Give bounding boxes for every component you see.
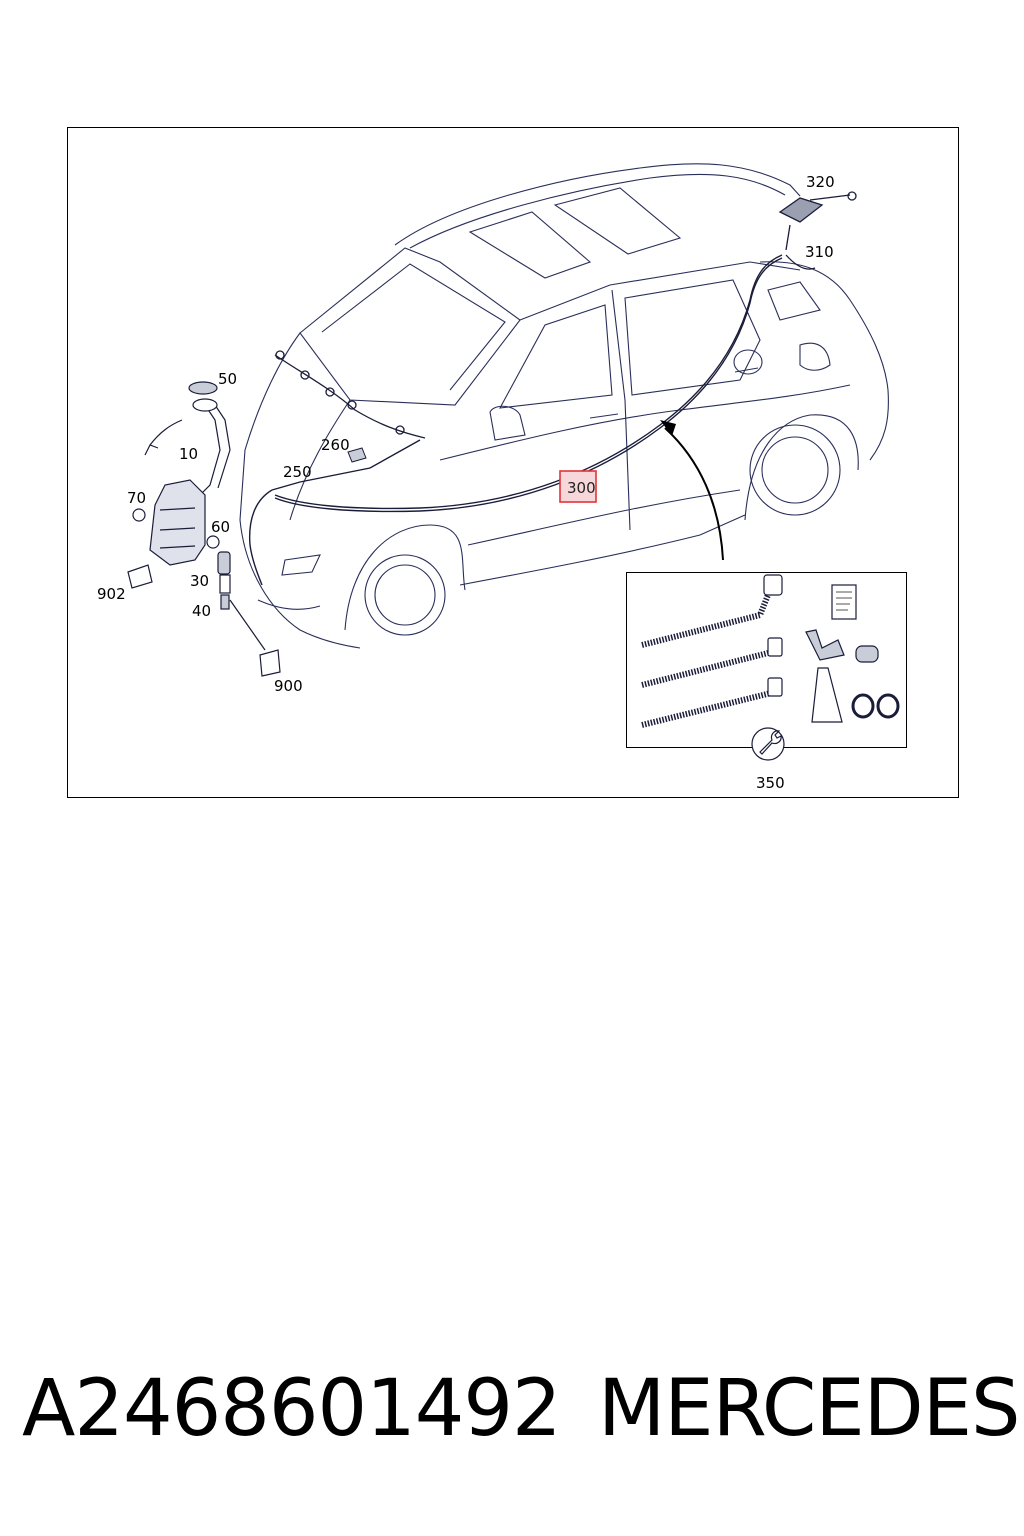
callout-350: 350 [756,774,785,792]
nozzle-harness [274,350,426,439]
callout-260: 260 [321,436,350,454]
highlight-box [559,470,597,503]
repair-kit-inset [626,572,907,761]
detail-arrow [660,420,724,561]
callout-30: 30 [190,572,209,590]
part-number: A2468601492 [22,1364,562,1454]
callout-310: 310 [805,243,834,261]
callout-60: 60 [211,518,230,536]
rear-nozzle [778,191,857,270]
callout-900: 900 [274,677,303,695]
brand-name: MERCEDES [598,1364,1020,1454]
callout-300: 300 [567,479,596,497]
clip-260 [347,447,367,463]
callout-250: 250 [283,463,312,481]
callout-902: 902 [97,585,126,603]
callout-70: 70 [127,489,146,507]
callout-320: 320 [806,173,835,191]
washer-reservoir [127,381,281,677]
diagram-frame [67,127,959,798]
callout-40: 40 [192,602,211,620]
parts-diagram: 10 30 40 50 60 70 250 260 300 310 320 35… [67,127,959,798]
car-outline [239,163,889,649]
callout-50: 50 [218,370,237,388]
callout-10: 10 [179,445,198,463]
washer-hose [248,254,783,586]
